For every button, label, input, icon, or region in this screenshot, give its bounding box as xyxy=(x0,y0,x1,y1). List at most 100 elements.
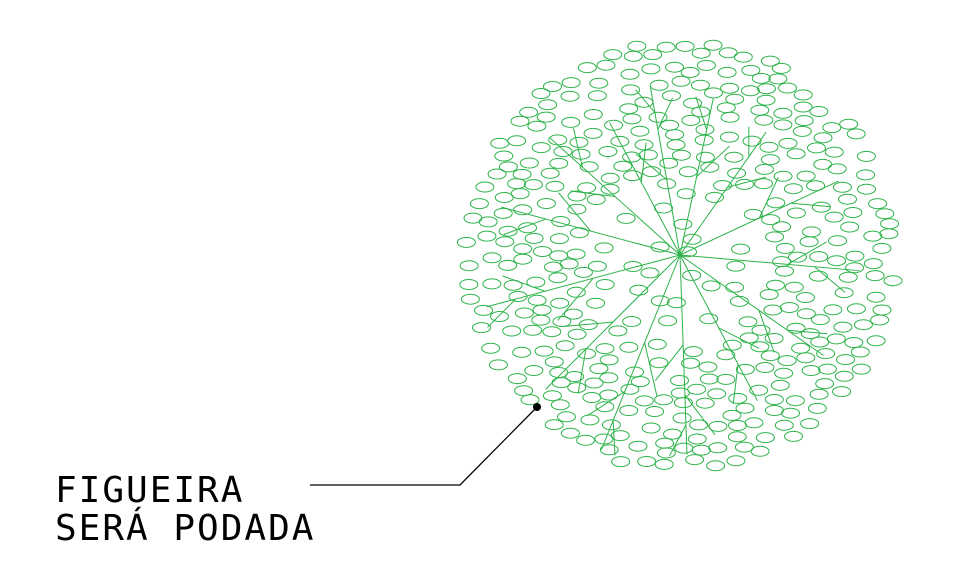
leaf-ellipse xyxy=(586,194,606,205)
leaf-ellipse xyxy=(701,280,721,292)
leaf-ellipse xyxy=(699,373,719,385)
leaf-ellipse xyxy=(665,61,684,73)
leaf-ellipse xyxy=(523,324,543,336)
leaf-ellipse xyxy=(538,99,558,111)
leaf-ellipse xyxy=(548,134,568,146)
leaf-ellipse xyxy=(836,354,855,366)
leaf-ellipse xyxy=(540,167,560,179)
leaf-ellipse xyxy=(595,279,615,290)
leaf-ellipse xyxy=(589,363,609,375)
leaf-ellipse xyxy=(513,243,533,255)
leaf-ellipse xyxy=(772,256,792,268)
leaf-ellipse xyxy=(503,279,523,291)
leaf-ellipse xyxy=(654,458,674,470)
leaf-ellipse xyxy=(573,266,593,278)
leaf-ellipse xyxy=(548,272,568,284)
leaf-ellipse xyxy=(623,261,643,272)
leaf-ellipse xyxy=(853,319,873,331)
fig-tree-symbol xyxy=(456,39,903,472)
leaf-ellipse xyxy=(755,163,774,175)
leaf-ellipse xyxy=(577,182,597,194)
leaf-ellipse xyxy=(687,383,707,395)
leaf-ellipse xyxy=(582,392,602,403)
leaf-ellipse xyxy=(793,89,813,101)
leaf-ellipse xyxy=(560,90,580,102)
leaf-ellipse xyxy=(683,97,703,109)
leaf-ellipse xyxy=(755,432,775,444)
leaf-ellipse xyxy=(807,402,827,414)
leaf-ellipse xyxy=(845,250,865,262)
leaf-ellipse xyxy=(755,362,775,373)
leaf-ellipse xyxy=(527,294,547,306)
leaf-ellipse xyxy=(670,375,689,386)
leaf-ellipse xyxy=(550,399,570,411)
leaf-ellipse xyxy=(498,161,518,173)
leaf-ellipse xyxy=(650,241,670,253)
leaf-ellipse xyxy=(815,378,835,390)
branch-line xyxy=(549,137,681,256)
leaf-ellipse xyxy=(733,51,753,63)
leaf-ellipse xyxy=(656,41,676,53)
leaf-ellipse xyxy=(647,338,667,350)
leaf-ellipse xyxy=(604,119,623,131)
leaf-ellipse xyxy=(474,304,493,316)
leaf-ellipse xyxy=(806,180,826,192)
leaf-ellipse xyxy=(595,401,615,413)
leaf-ellipse xyxy=(760,55,780,67)
leaf-ellipse xyxy=(552,316,572,327)
leaf-ellipse xyxy=(599,354,619,366)
leaf-ellipse xyxy=(826,333,846,345)
leaf-ellipse xyxy=(519,157,539,169)
leaf-ellipse xyxy=(566,286,586,298)
leaf-ellipse xyxy=(642,166,662,178)
leaf-ellipse xyxy=(578,319,598,331)
branch-line xyxy=(570,190,616,197)
leaf-ellipse xyxy=(544,419,564,431)
leaf-ellipse xyxy=(809,388,829,400)
leaf-ellipse xyxy=(778,82,797,94)
leaf-ellipse xyxy=(832,181,852,193)
leaf-ellipse xyxy=(563,308,583,320)
leaf-ellipse xyxy=(643,49,663,61)
leaf-ellipse xyxy=(857,183,876,195)
leaf-ellipse xyxy=(507,178,527,190)
leaf-ellipse xyxy=(567,190,587,202)
leaf-ellipse xyxy=(738,316,758,328)
leaf-ellipse xyxy=(839,118,859,130)
leaf-ellipse xyxy=(580,414,600,426)
leaf-ellipse xyxy=(619,341,639,353)
leaf-ellipse xyxy=(634,139,654,151)
leaf-ellipse xyxy=(587,260,607,272)
leaf-ellipse xyxy=(490,137,510,149)
leaf-ellipse xyxy=(879,228,899,240)
leaf-ellipse xyxy=(863,230,883,242)
leaf-ellipse xyxy=(567,382,587,394)
leaf-ellipse xyxy=(469,198,489,210)
leaf-ellipse xyxy=(784,430,803,442)
leaf-ellipse xyxy=(508,291,528,302)
leaf-ellipse xyxy=(549,233,569,245)
leaf-ellipse xyxy=(695,151,715,163)
branch-line xyxy=(696,145,730,178)
leaf-ellipse xyxy=(690,79,710,91)
leaf-ellipse xyxy=(598,146,618,157)
leaf-ellipse xyxy=(766,197,786,209)
leaf-ellipse xyxy=(638,149,658,161)
leaf-ellipse xyxy=(579,161,599,173)
leaf-ellipse xyxy=(569,227,589,239)
leaf-ellipse xyxy=(796,170,816,182)
leaf-ellipse xyxy=(720,111,740,123)
leaf-ellipse xyxy=(625,366,645,378)
leaf-ellipse xyxy=(475,181,495,193)
leaf-ellipse xyxy=(774,419,794,431)
leaf-ellipse xyxy=(868,198,888,210)
leaf-ellipse xyxy=(725,281,745,293)
leaf-ellipse xyxy=(735,178,755,190)
leaf-ellipse xyxy=(512,346,532,358)
branch-line xyxy=(669,424,687,457)
leaf-ellipse xyxy=(678,246,697,258)
leaf-ellipse xyxy=(488,359,508,371)
branch-line xyxy=(635,89,656,114)
leaf-ellipse xyxy=(810,314,830,326)
leaf-ellipse xyxy=(648,111,668,123)
